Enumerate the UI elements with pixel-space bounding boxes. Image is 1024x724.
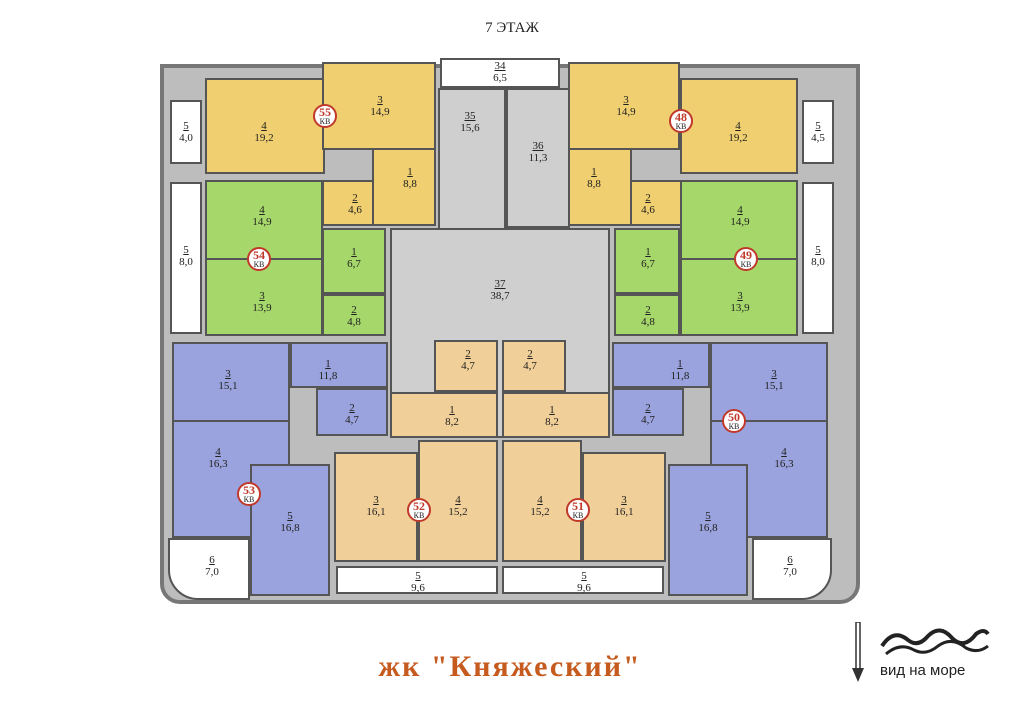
apt50-room5 [668,464,748,596]
apt53-room2 [316,388,388,436]
apt51-balcony5 [502,566,664,594]
apt53-room1 [290,342,388,388]
apt49-room3 [680,258,798,336]
apt48-room1 [568,148,632,226]
apt49-balcony5 [802,182,834,334]
apt54-room1 [322,228,386,294]
arrow-down-icon [852,622,864,682]
apt49-room1 [614,228,680,294]
apt50-room2 [612,388,684,436]
apt48-balcony5 [802,100,834,164]
apt53-room5 [250,464,330,596]
apt50-room1 [612,342,710,388]
apt55-room1 [372,148,436,226]
apt52-room1 [390,392,498,438]
apt52-room2 [434,340,498,392]
apt52-room4 [418,440,498,562]
apt55-room4 [205,78,325,174]
floor-title: 7 ЭТАЖ [485,20,539,36]
apt50-balcony6 [752,538,832,600]
balcony-34 [440,58,560,88]
apt52-balcony5 [336,566,498,594]
apt48-room2 [630,180,682,226]
apt55-balcony5 [170,100,202,164]
sea-view-label: вид на море [880,662,966,679]
apt54-room2 [322,294,386,336]
apt52-room3 [334,452,418,562]
apt49-room2 [614,294,680,336]
apt51-room1 [502,392,610,438]
complex-name: жк "Княжеский" [378,650,642,683]
apt53-balcony6 [168,538,250,600]
apt48-room3 [568,62,680,150]
apt54-room4 [205,180,323,260]
apt51-room2 [502,340,566,392]
waves-icon [880,628,990,656]
apt55-room2 [322,180,374,226]
apt55-room3 [322,62,436,150]
staircase [438,88,506,238]
apt50-room3 [710,342,828,422]
apt49-room4 [680,180,798,260]
apt54-balcony5 [170,182,202,334]
